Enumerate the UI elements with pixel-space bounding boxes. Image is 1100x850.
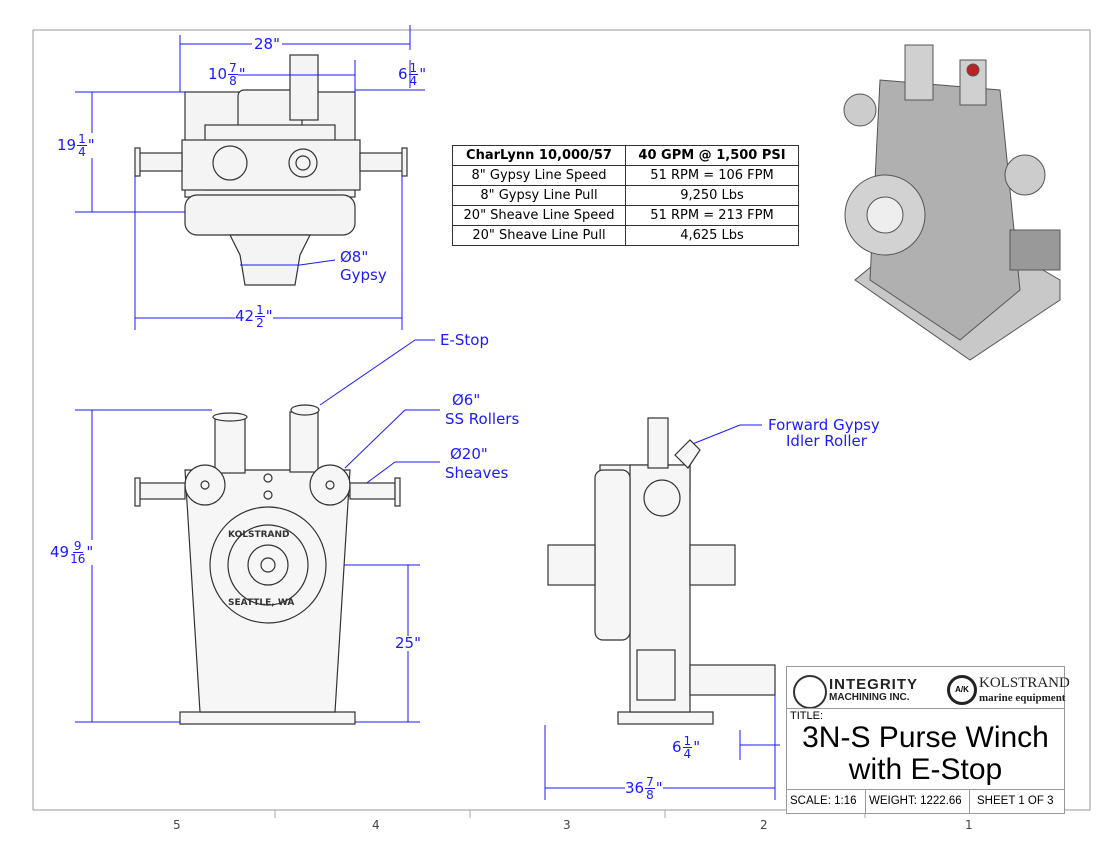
table-cell: 51 RPM = 106 FPM [625, 165, 799, 186]
zone-label: 5 [173, 818, 181, 832]
kolstrand-logo-text: KOLSTRAND [979, 675, 1070, 691]
dim-center-height: 25" [395, 634, 421, 652]
integrity-logo-subtext: MACHINING INC. [829, 692, 910, 703]
weight-text: WEIGHT: 1222.66 [869, 795, 962, 807]
title-label: TITLE: [790, 710, 824, 722]
ak-logo-icon: A/K [947, 675, 977, 705]
title-line-2: with E-Stop [848, 753, 1003, 786]
table-cell: 8" Gypsy Line Speed [452, 165, 626, 186]
table-cell: CharLynn 10,000/57 [452, 145, 626, 166]
front-view [134, 404, 401, 725]
kolstrand-logo-subtext: marine equipment [979, 692, 1066, 704]
zone-label: 2 [760, 818, 768, 832]
zone-label: 3 [563, 818, 571, 832]
table-cell: 9,250 Lbs [625, 185, 799, 206]
table-cell: 51 RPM = 213 FPM [625, 205, 799, 226]
dim-gypsy-dia: Ø8" [340, 248, 369, 266]
top-view [134, 54, 408, 286]
isometric-view [843, 44, 1061, 361]
title-line-1: 3N-S Purse Winch [802, 721, 1049, 754]
table-cell: 8" Gypsy Line Pull [452, 185, 626, 206]
table-cell: 4,625 Lbs [625, 225, 799, 246]
table-cell: 20" Sheave Line Speed [452, 205, 626, 226]
sheet-border [32, 29, 1091, 811]
title-block: INTEGRITY MACHINING INC. A/K KOLSTRAND m… [786, 666, 1070, 814]
zone-label: 4 [372, 818, 380, 832]
compass-logo-icon [793, 675, 827, 709]
integrity-logo-text: INTEGRITY [829, 676, 919, 693]
dim-overall-width-top: 28" [252, 35, 282, 53]
casting-text-bottom: SEATTLE, WA [228, 598, 295, 608]
casting-text-top: KOLSTRAND [228, 530, 290, 540]
table-cell: 40 GPM @ 1,500 PSI [625, 145, 799, 166]
callout-estop: E-Stop [440, 331, 489, 349]
callout-idler-1: Forward Gypsy [768, 416, 880, 434]
dim-gypsy-label: Gypsy [340, 266, 387, 284]
callout-idler-2: Idler Roller [786, 432, 867, 450]
callout-rollers: SS Rollers [445, 410, 520, 428]
callout-rollers-dia: Ø6" [452, 391, 481, 409]
callout-sheaves: Sheaves [445, 464, 509, 482]
scale-text: SCALE: 1:16 [790, 795, 857, 807]
callout-sheaves-dia: Ø20" [450, 445, 488, 463]
table-cell: 20" Sheave Line Pull [452, 225, 626, 246]
sheet-text: SHEET 1 OF 3 [977, 795, 1054, 807]
zone-label: 1 [965, 818, 973, 832]
side-view [547, 417, 776, 725]
